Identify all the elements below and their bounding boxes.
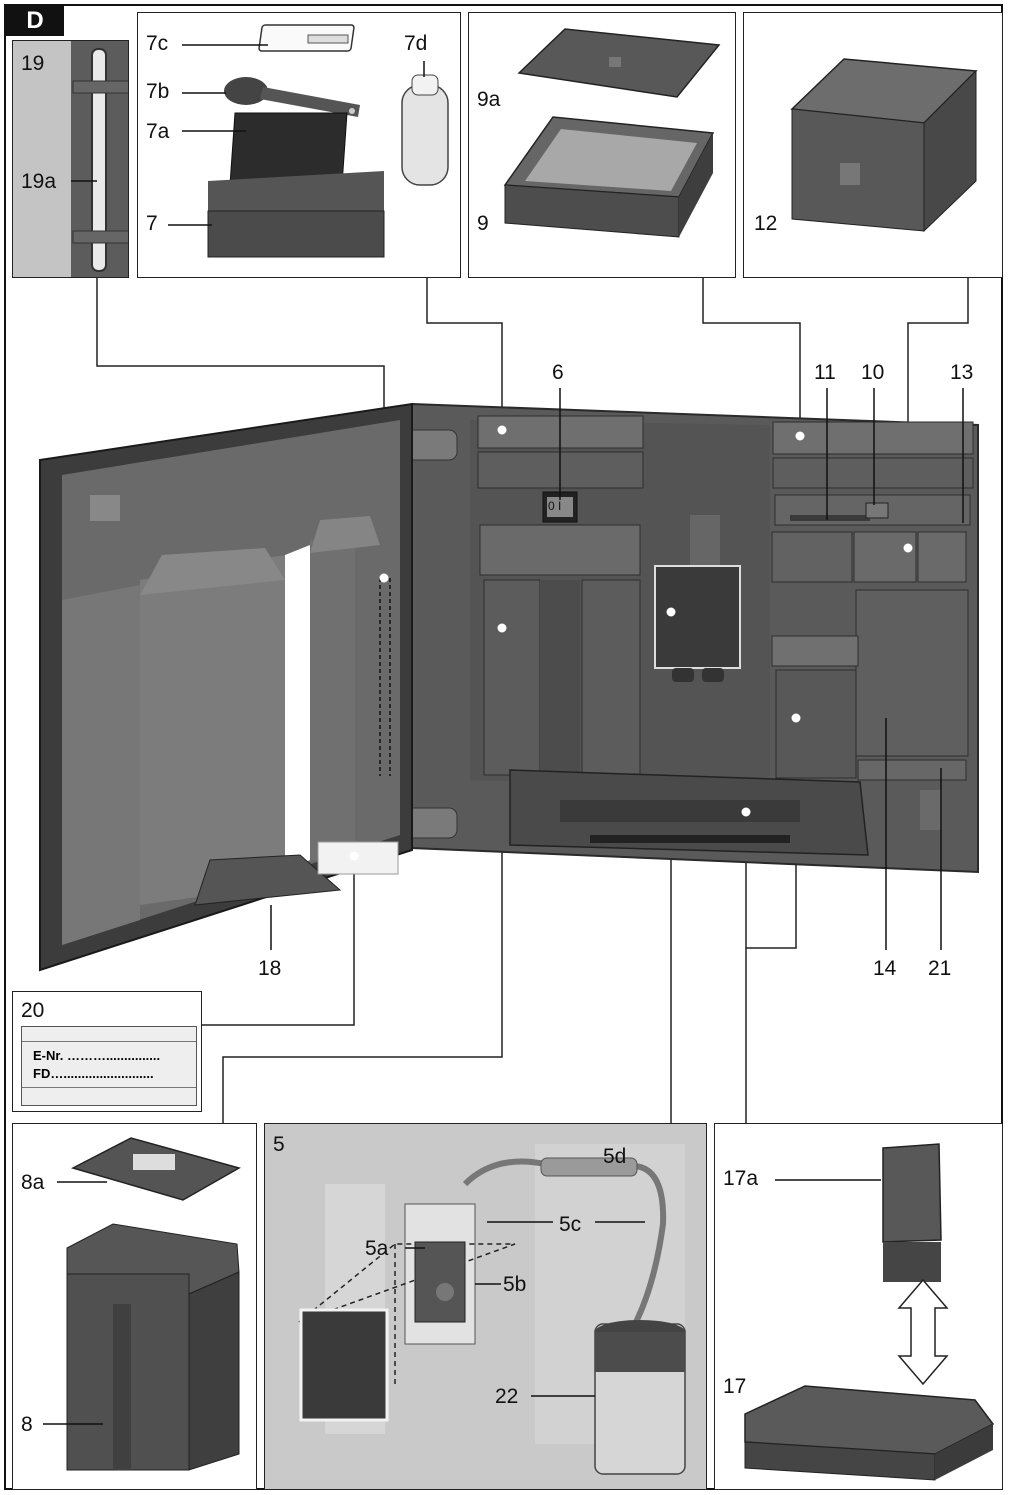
panel-bean-container: 9a 9: [468, 12, 736, 278]
panel-door-handle: 19 19a: [12, 40, 129, 278]
machine-body: [391, 402, 979, 874]
label-22: 22: [495, 1385, 519, 1408]
label-11: 11: [814, 361, 836, 384]
label-10: 10: [861, 361, 885, 384]
label-13: 13: [950, 361, 974, 384]
label-7b: 7b: [146, 80, 170, 103]
rating-plate-fd: FD….........................: [33, 1066, 154, 1081]
connector-7: [426, 278, 503, 430]
label-17a: 17a: [723, 1167, 759, 1190]
marker-19: [379, 573, 389, 583]
marker-7: [497, 425, 507, 435]
connector-20: [200, 856, 355, 1026]
marker-20: [349, 851, 359, 861]
rating-plate: [21, 1026, 197, 1106]
panel-milk-system: 5 5d 5c 5a 5b 22: [264, 1123, 707, 1490]
section-tab: D: [6, 6, 64, 36]
label-21: 21: [928, 957, 952, 980]
label-8a: 8a: [21, 1171, 45, 1194]
label-5d: 5d: [603, 1145, 627, 1168]
marker-12: [903, 543, 913, 553]
panel-drip-tray: 17a 17: [714, 1123, 1003, 1490]
marker-9: [795, 431, 805, 441]
connector-9: [702, 278, 801, 436]
label-19: 19: [21, 52, 45, 75]
label-5c: 5c: [559, 1213, 582, 1236]
label-8: 8: [21, 1413, 33, 1436]
label-17: 17: [723, 1375, 747, 1398]
label-7c: 7c: [146, 32, 169, 55]
label-5b: 5b: [503, 1273, 527, 1296]
panel-drawer-12: 12: [743, 12, 1003, 278]
label-14: 14: [873, 957, 897, 980]
marker-8: [497, 623, 507, 633]
label-7d: 7d: [404, 32, 428, 55]
label-7: 7: [146, 212, 158, 235]
label-19a: 19a: [21, 170, 57, 193]
label-20: 20: [21, 999, 45, 1022]
marker-17a: [791, 713, 801, 723]
panel-water-tank: 8a 8: [12, 1123, 257, 1490]
label-18: 18: [258, 957, 282, 980]
marker-5: [666, 607, 676, 617]
label-12: 12: [754, 212, 778, 235]
open-door: [39, 402, 413, 972]
rating-plate-enr: E-Nr. ………...............: [33, 1048, 161, 1063]
marker-17: [741, 807, 751, 817]
label-9: 9: [477, 212, 489, 235]
power-switch-label: 0 I: [548, 499, 562, 513]
label-7a: 7a: [146, 120, 170, 143]
panel-accessories: 7c 7d 7b 7a 7: [137, 12, 461, 278]
label-5a: 5a: [365, 1237, 389, 1260]
label-9a: 9a: [477, 88, 501, 111]
label-5: 5: [273, 1133, 285, 1156]
label-6: 6: [552, 361, 564, 384]
panel-rating-plate: 20 E-Nr. ………............... FD….........…: [12, 991, 202, 1112]
